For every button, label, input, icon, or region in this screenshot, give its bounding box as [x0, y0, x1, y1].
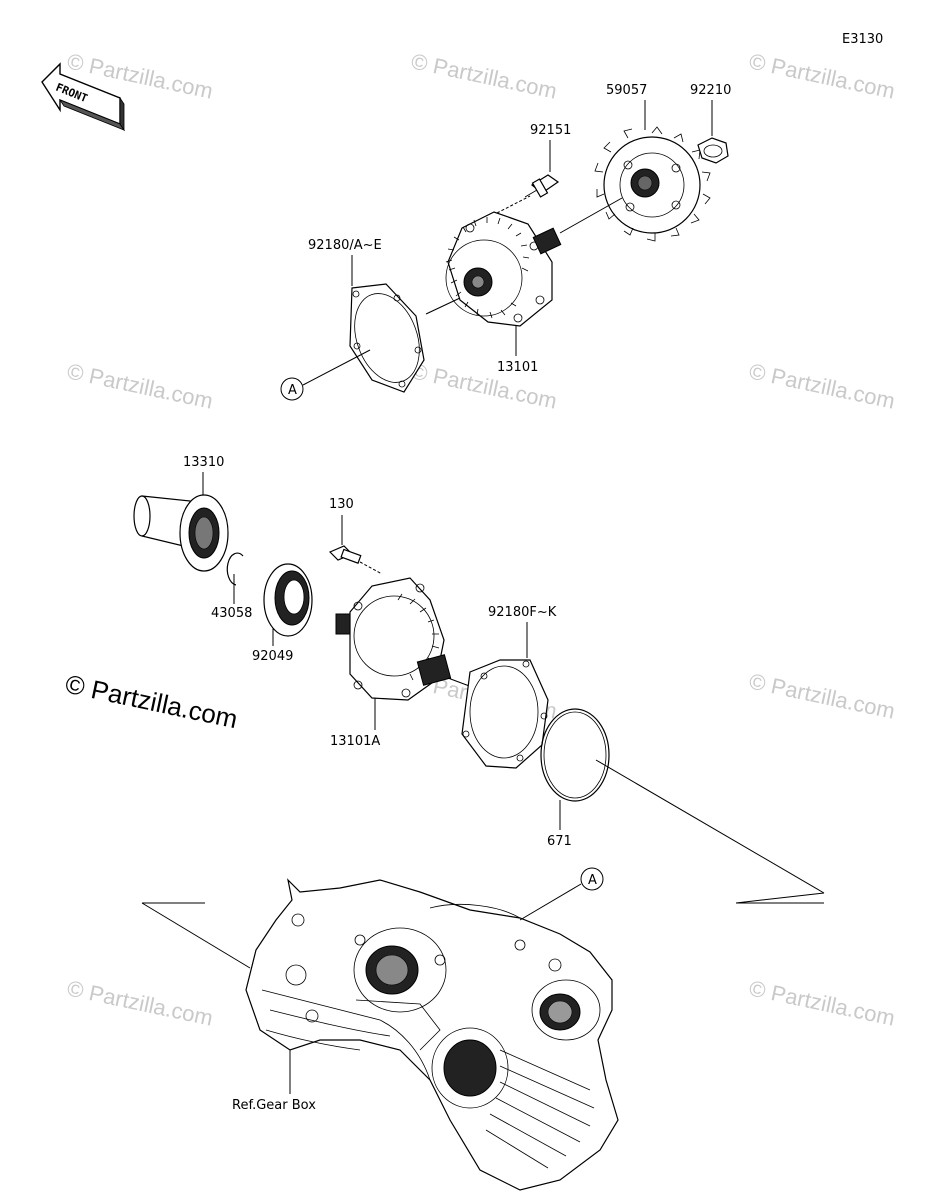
watermark: © Partzilla.com — [65, 975, 215, 1030]
bevel-gear-case-13101 — [425, 197, 623, 327]
watermark: © Partzilla.com — [747, 975, 897, 1030]
label-92180ae: 92180/A~E — [308, 238, 382, 253]
sleeve-13310 — [133, 494, 229, 572]
label-43058: 43058 — [211, 606, 252, 621]
watermark: © Partzilla.com — [747, 358, 897, 413]
leader-gearbox-left — [141, 902, 251, 969]
watermark: © Partzilla.com — [65, 358, 215, 413]
nut-92210 — [697, 137, 729, 164]
watermark-main: © Partzilla.com — [63, 669, 241, 735]
label-671: 671 — [547, 834, 572, 849]
label-92180fk: 92180F~K — [488, 605, 557, 620]
bevel-gear-case-13101a — [335, 577, 481, 701]
ref-a-top-circle — [280, 377, 304, 401]
guide-right-join — [735, 892, 825, 904]
label-13101a: 13101A — [330, 734, 380, 749]
gear-box-housing — [245, 878, 619, 1191]
label-130: 130 — [329, 497, 354, 512]
gasket-92180ae — [349, 283, 425, 393]
ref-a-bottom-label: A — [588, 873, 597, 888]
label-92210: 92210 — [690, 83, 731, 98]
front-direction-arrow-icon: FRONT — [41, 62, 126, 132]
label-13101: 13101 — [497, 360, 538, 375]
ref-a-bottom-circle — [580, 867, 604, 891]
bolt-130 — [328, 545, 383, 575]
label-ref-gear-box: Ref.Gear Box — [232, 1098, 316, 1113]
diagram-code: E3130 — [842, 32, 883, 47]
leader-ref-a-top — [302, 349, 371, 386]
ref-a-top-label: A — [288, 383, 297, 398]
oil-seal-92049 — [263, 563, 313, 637]
o-ring-671 — [540, 708, 610, 802]
bolt-92151 — [496, 174, 560, 214]
leader-671-axis — [595, 759, 825, 894]
gear-59057 — [594, 126, 711, 242]
watermark: © Partzilla.com — [747, 48, 897, 103]
label-59057: 59057 — [606, 83, 647, 98]
leader-ref-a-bottom — [519, 883, 582, 921]
watermark: © Partzilla.com — [409, 48, 559, 103]
circlip-43058 — [226, 552, 244, 586]
label-92151: 92151 — [530, 123, 571, 138]
watermark: © Partzilla.com — [747, 668, 897, 723]
label-92049: 92049 — [252, 649, 293, 664]
label-13310: 13310 — [183, 455, 224, 470]
gasket-92180fk — [461, 659, 549, 769]
